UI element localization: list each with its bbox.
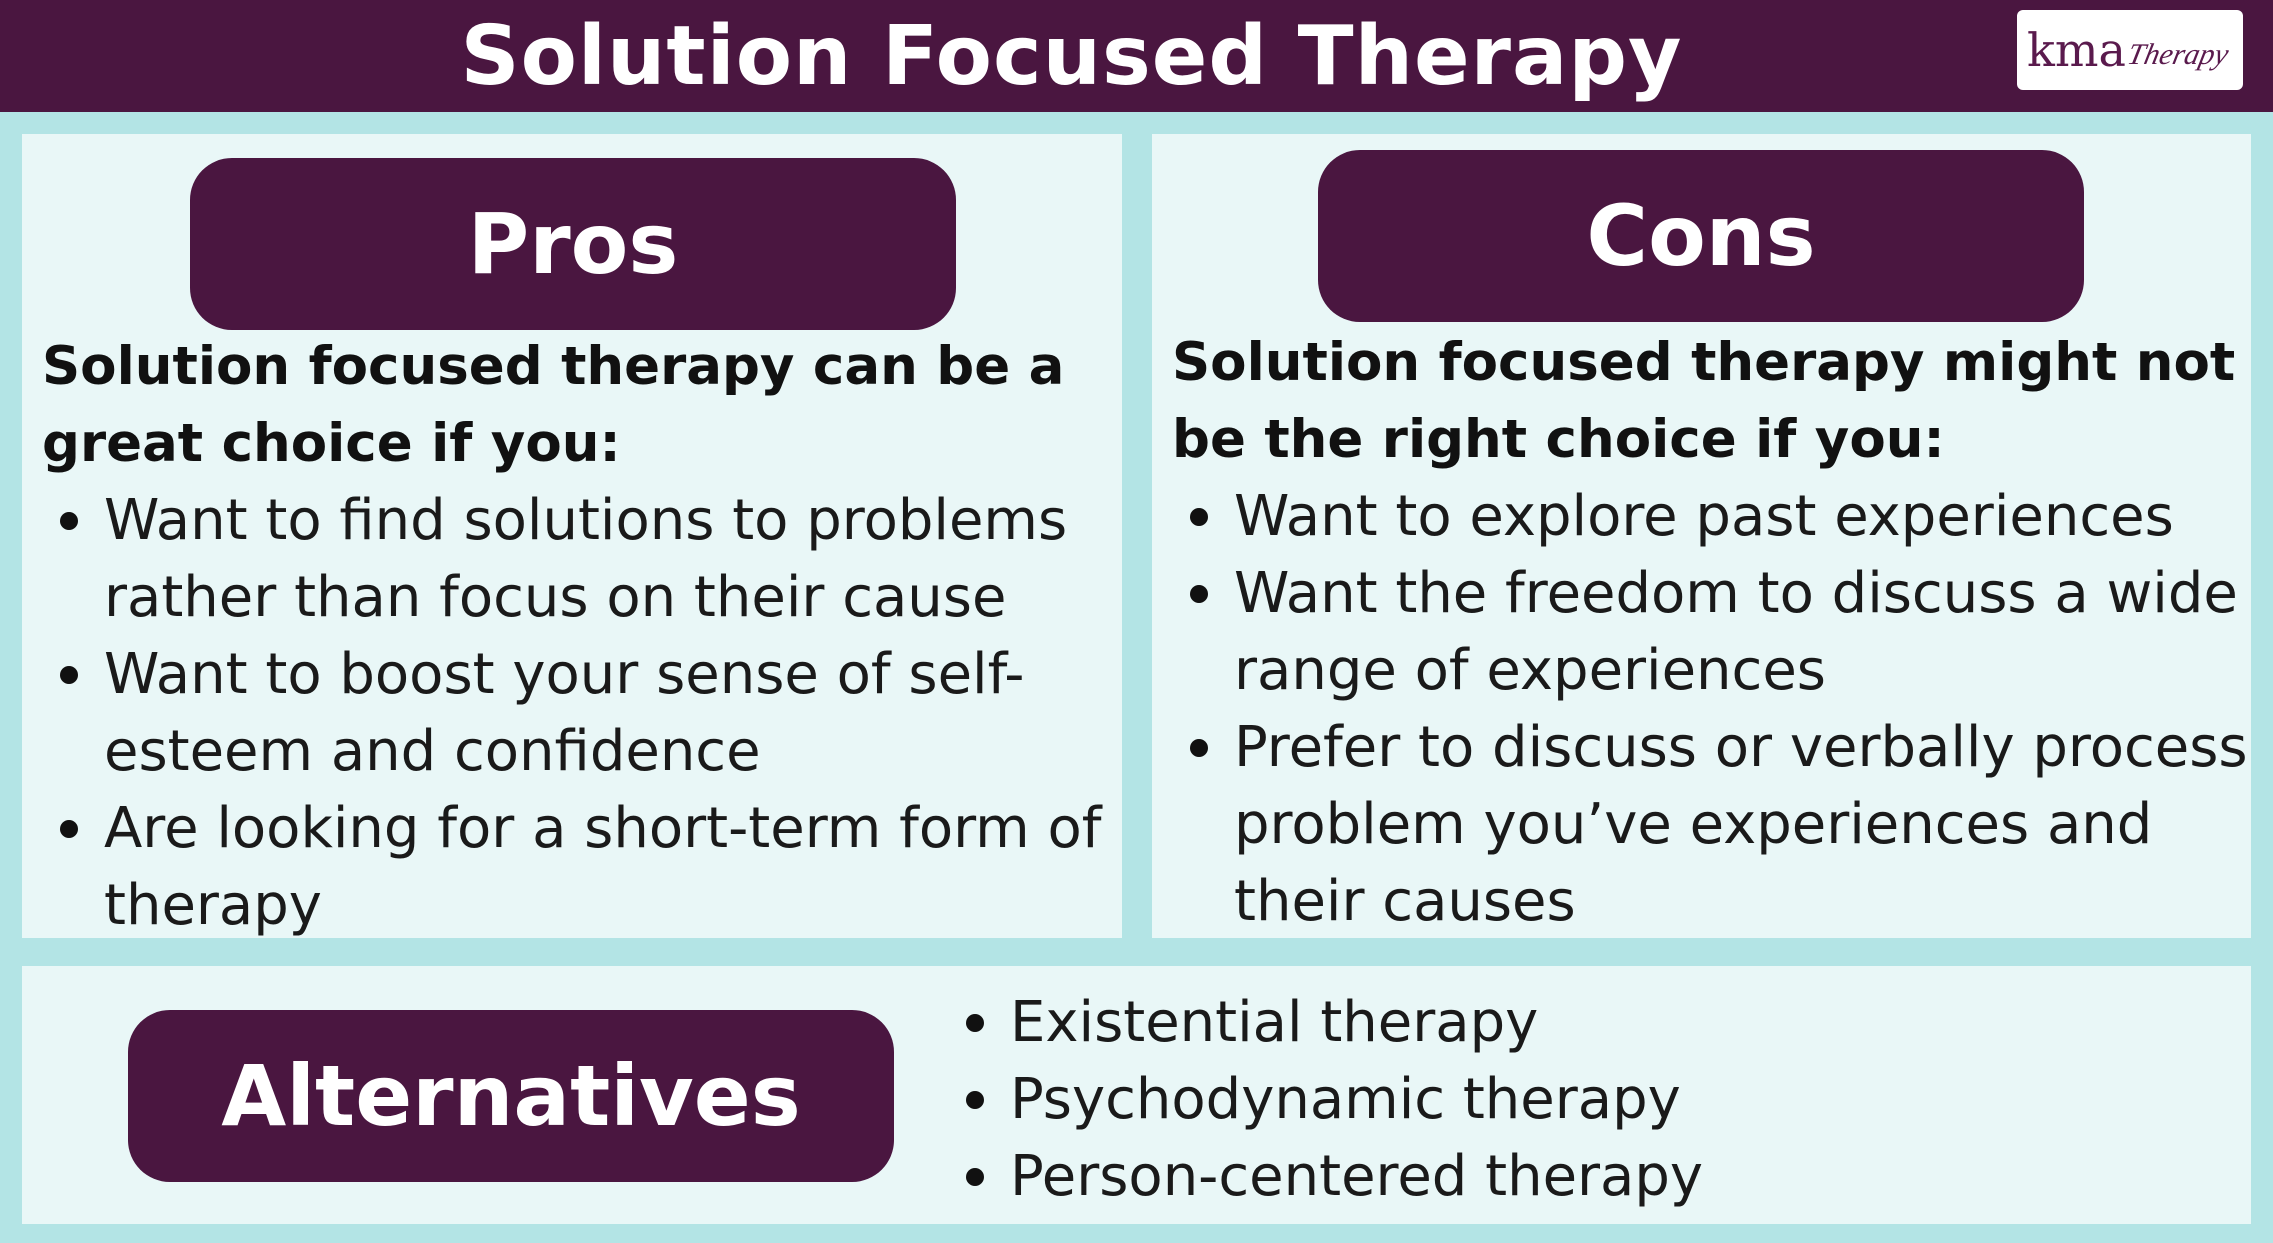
- list-item: Are looking for a short-term form of the…: [42, 790, 1122, 944]
- list-item: Want to find solutions to problems rathe…: [42, 482, 1122, 636]
- bullet-icon: [1190, 739, 1208, 757]
- page-title: Solution Focused Therapy: [460, 8, 1683, 104]
- cons-list: Want to explore past experiences Want th…: [1172, 478, 2251, 940]
- bullet-icon: [1190, 508, 1208, 526]
- bullet-icon: [1190, 585, 1208, 603]
- list-item: Person-centered therapy: [948, 1138, 2228, 1215]
- pros-heading: Pros: [190, 158, 956, 330]
- pros-panel: Pros Solution focused therapy can be a g…: [22, 134, 1122, 938]
- list-item: Prefer to discuss or verbally process pr…: [1172, 709, 2251, 940]
- list-item-text: Prefer to discuss or verbally process pr…: [1234, 715, 2248, 934]
- logo-secondary-text: Therapy: [2124, 38, 2232, 71]
- alternatives-panel: Alternatives Existential therapy Psychod…: [22, 966, 2251, 1224]
- logo-primary-text: kma: [2027, 23, 2126, 77]
- list-item-text: Existential therapy: [1010, 990, 1539, 1055]
- list-item-text: Want to boost your sense of self-esteem …: [104, 642, 1025, 784]
- alternatives-heading: Alternatives: [128, 1010, 894, 1182]
- list-item: Want the freedom to discuss a wide range…: [1172, 555, 2251, 709]
- bullet-icon: [60, 666, 78, 684]
- list-item-text: Are looking for a short-term form of the…: [104, 796, 1102, 938]
- pros-intro: Solution focused therapy can be a great …: [42, 336, 1065, 474]
- bullet-icon: [966, 1091, 984, 1109]
- list-item-text: Psychodynamic therapy: [1010, 1067, 1681, 1132]
- pros-list: Want to find solutions to problems rathe…: [42, 482, 1122, 944]
- list-item-text: Want to explore past experiences: [1234, 484, 2174, 549]
- list-item: Want to explore past experiences: [1172, 478, 2251, 555]
- list-item: Psychodynamic therapy: [948, 1061, 2228, 1138]
- cons-intro: Solution focused therapy might not be th…: [1172, 332, 2236, 470]
- list-item-text: Want the freedom to discuss a wide range…: [1234, 561, 2238, 703]
- bullet-icon: [60, 512, 78, 530]
- kma-therapy-logo: kma Therapy: [2017, 10, 2243, 90]
- header-bar: Solution Focused Therapy kma Therapy: [0, 0, 2273, 112]
- list-item-text: Person-centered therapy: [1010, 1144, 1704, 1209]
- alternatives-list: Existential therapy Psychodynamic therap…: [948, 984, 2228, 1215]
- bullet-icon: [966, 1014, 984, 1032]
- bullet-icon: [60, 820, 78, 838]
- cons-heading: Cons: [1318, 150, 2084, 322]
- bullet-icon: [966, 1168, 984, 1186]
- cons-panel: Cons Solution focused therapy might not …: [1152, 134, 2251, 938]
- list-item: Want to boost your sense of self-esteem …: [42, 636, 1122, 790]
- list-item: Existential therapy: [948, 984, 2228, 1061]
- list-item-text: Want to find solutions to problems rathe…: [104, 488, 1068, 630]
